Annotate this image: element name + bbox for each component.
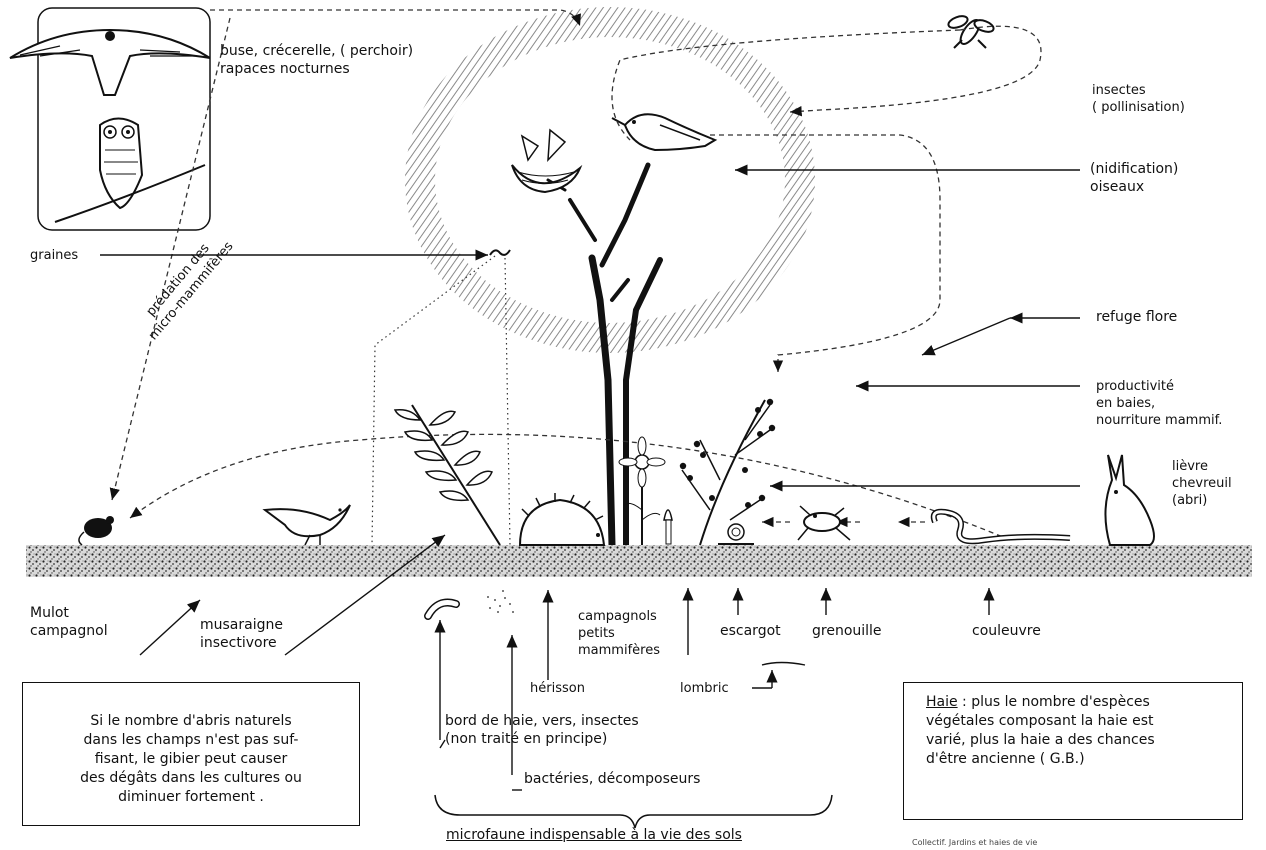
hare-label: lièvre chevreuil (abri) bbox=[1172, 458, 1232, 509]
tree-canopy bbox=[420, 22, 800, 338]
insect-icon bbox=[947, 14, 995, 48]
productivity-label: productivité en baies, nourriture mammif… bbox=[1096, 378, 1222, 429]
perched-bird-icon bbox=[612, 114, 715, 150]
seeds-label: graines bbox=[30, 247, 78, 264]
worm-icon bbox=[428, 603, 456, 617]
bord-haie-label: bord de haie, vers, insectes (non traité… bbox=[445, 712, 639, 748]
birds-label: (nidification) oiseaux bbox=[1090, 160, 1178, 196]
credit-text: Collectif. Jardins et haies de vie bbox=[912, 838, 1037, 847]
haie-note-text: : plus le nombre d'espèces végétales com… bbox=[926, 694, 1155, 767]
escargot-label: escargot bbox=[720, 622, 781, 640]
hedgehog-icon bbox=[520, 493, 604, 545]
gibier-note-box: Si le nombre d'abris naturels dans les c… bbox=[22, 682, 360, 826]
dashed-relations bbox=[112, 10, 1041, 540]
bacteries-label: bactéries, décomposeurs bbox=[524, 770, 700, 788]
couleuvre-label: couleuvre bbox=[972, 622, 1041, 640]
mouse-icon bbox=[79, 516, 114, 545]
mushroom-icon bbox=[664, 510, 672, 544]
seed-icon bbox=[490, 250, 510, 255]
haie-note-title: Haie bbox=[926, 694, 958, 710]
owl-icon bbox=[55, 119, 205, 223]
buzzard-icon bbox=[10, 30, 210, 95]
bacteria-icon bbox=[487, 590, 514, 613]
nest-icon bbox=[512, 130, 580, 192]
lombric-label: lombric bbox=[680, 680, 729, 697]
ground-bird-icon bbox=[265, 505, 350, 545]
hare-icon bbox=[1105, 455, 1154, 545]
grenouille-label: grenouille bbox=[812, 622, 882, 640]
snake-icon bbox=[934, 512, 1070, 542]
campagnols-label: campagnols petits mammifères bbox=[578, 608, 660, 659]
snail-icon bbox=[718, 524, 754, 544]
mulot-label: Mulot campagnol bbox=[30, 604, 108, 640]
tree-trunk bbox=[548, 165, 660, 545]
fern-icon bbox=[395, 405, 500, 545]
soil-band bbox=[26, 545, 1252, 577]
haie-note-box: Haie : plus le nombre d'espèces végétale… bbox=[903, 682, 1243, 820]
microfaune-label: microfaune indispensable à la vie des so… bbox=[446, 826, 742, 844]
berry-shrub-icon bbox=[680, 399, 775, 545]
herisson-label: hérisson bbox=[530, 680, 585, 697]
raptors-label: buse, crécerelle, ( perchoir) rapaces no… bbox=[220, 42, 413, 78]
gibier-note-text: Si le nombre d'abris naturels dans les c… bbox=[80, 713, 302, 805]
microfaune-brace bbox=[435, 795, 832, 828]
musaraigne-label: musaraigne insectivore bbox=[200, 616, 283, 652]
frog-icon bbox=[798, 506, 850, 540]
refuge-label: refuge flore bbox=[1096, 308, 1177, 326]
insects-label: insectes ( pollinisation) bbox=[1092, 82, 1185, 116]
